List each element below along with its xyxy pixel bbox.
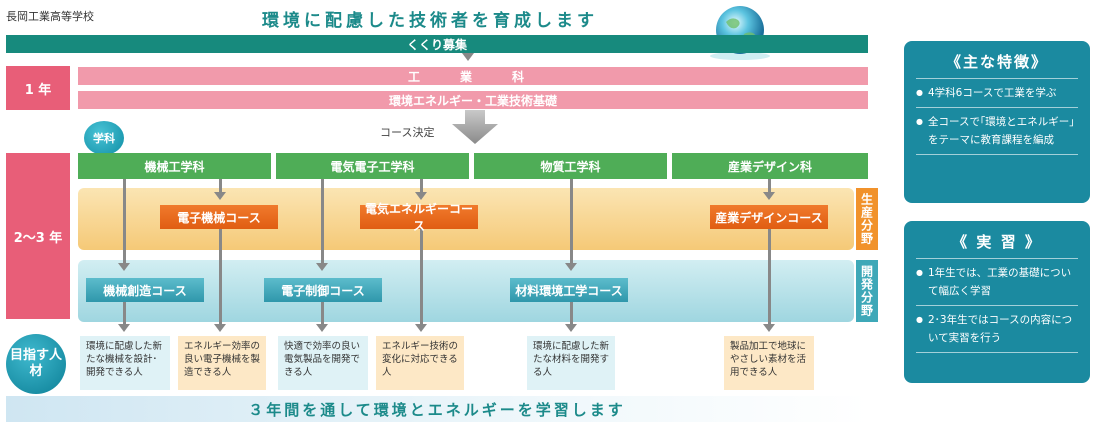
arrow-down-icon [565, 324, 577, 332]
arrow-down-icon [118, 263, 130, 271]
practice-panel: 《 実 習 》 1年生では、工業の基礎について幅広く学習 2･3年生ではコースの… [904, 221, 1090, 383]
arrow-down-icon [565, 263, 577, 271]
arrow-down-icon [316, 263, 328, 271]
year1-label: 1 年 [6, 66, 70, 110]
connector-line [570, 179, 573, 263]
practice-title: 《 実 習 》 [952, 233, 1042, 251]
kukuri-bar: くくり募集 [6, 35, 868, 53]
connector-line [321, 179, 324, 263]
practice-item: 1年生では、工業の基礎について幅広く学習 [916, 258, 1078, 305]
department-electrical: 電気電子工学科 [276, 153, 469, 179]
arrow-down-icon [415, 192, 427, 200]
course-electronic-control: 電子制御コース [264, 278, 382, 302]
tagline: 環境に配慮した技術者を育成します [262, 11, 598, 31]
target-box: エネルギー効率の良い電子機械を製造できる人 [178, 336, 266, 390]
department-design: 産業デザイン科 [672, 153, 868, 179]
year23-label: 2〜3 年 [6, 153, 70, 319]
features-title: 《主な特徴》 [945, 53, 1048, 71]
course-mechanical-creation: 機械創造コース [86, 278, 204, 302]
development-field-band [78, 260, 854, 322]
connector-line [420, 179, 423, 192]
department-materials: 物質工学科 [474, 153, 667, 179]
features-item: 4学科6コースで工業を学ぶ [916, 78, 1078, 107]
target-box: 快適で効率の良い電気製品を開発できる人 [278, 336, 368, 390]
production-field-label: 生産分野 [856, 188, 878, 250]
target-box: エネルギー技術の変化に対応できる人 [376, 336, 464, 390]
course-electronic-machine: 電子機械コース [160, 205, 278, 229]
arrow-down-icon [118, 324, 130, 332]
arrow-down-icon [763, 192, 775, 200]
connector-line [420, 229, 423, 324]
arrow-down-icon [415, 324, 427, 332]
target-box: 環境に配慮した新たな機械を設計･開発できる人 [80, 336, 170, 390]
connector-line [123, 302, 126, 324]
large-arrow-down-icon [452, 110, 498, 144]
target-box: 製品加工で地球にやさしい素材を活用できる人 [724, 336, 814, 390]
arrow-down-icon [214, 192, 226, 200]
course-electric-energy: 電気エネルギーコース [360, 202, 478, 233]
school-name: 長岡工業高等学校 [6, 10, 94, 23]
course-decision-label: コース決定 [380, 126, 435, 139]
features-item: 全コースで｢環境とエネルギー｣をテーマに教育課程を編成 [916, 107, 1078, 155]
arrow-down-icon [214, 324, 226, 332]
features-panel: 《主な特徴》 4学科6コースで工業を学ぶ 全コースで｢環境とエネルギー｣をテーマ… [904, 41, 1090, 203]
basic-technology-bar: 環境エネルギー・工業技術基礎 [78, 91, 868, 109]
course-industrial-design: 産業デザインコース [710, 205, 828, 229]
connector-line [768, 179, 771, 192]
department-badge: 学科 [84, 121, 124, 155]
arrow-down-icon [462, 53, 474, 61]
connector-line [570, 302, 573, 324]
connector-line [219, 229, 222, 324]
arrow-down-icon [763, 324, 775, 332]
bottom-message: ３年間を通して環境とエネルギーを学習します [6, 396, 868, 422]
arrow-down-icon [316, 324, 328, 332]
department-mechanical: 機械工学科 [78, 153, 271, 179]
target-box: 環境に配慮した新たな材料を開発する人 [527, 336, 615, 390]
connector-line [219, 179, 222, 192]
practice-item: 2･3年生ではコースの内容について実習を行う [916, 305, 1078, 353]
connector-line [321, 302, 324, 324]
course-materials-environment: 材料環境工学コース [510, 278, 628, 302]
connector-line [768, 229, 771, 324]
industrial-department-bar: 工 業 科 [78, 67, 868, 85]
target-talent-badge: 目指す人材 [6, 334, 66, 394]
connector-line [123, 179, 126, 263]
development-field-label: 開発分野 [856, 260, 878, 322]
